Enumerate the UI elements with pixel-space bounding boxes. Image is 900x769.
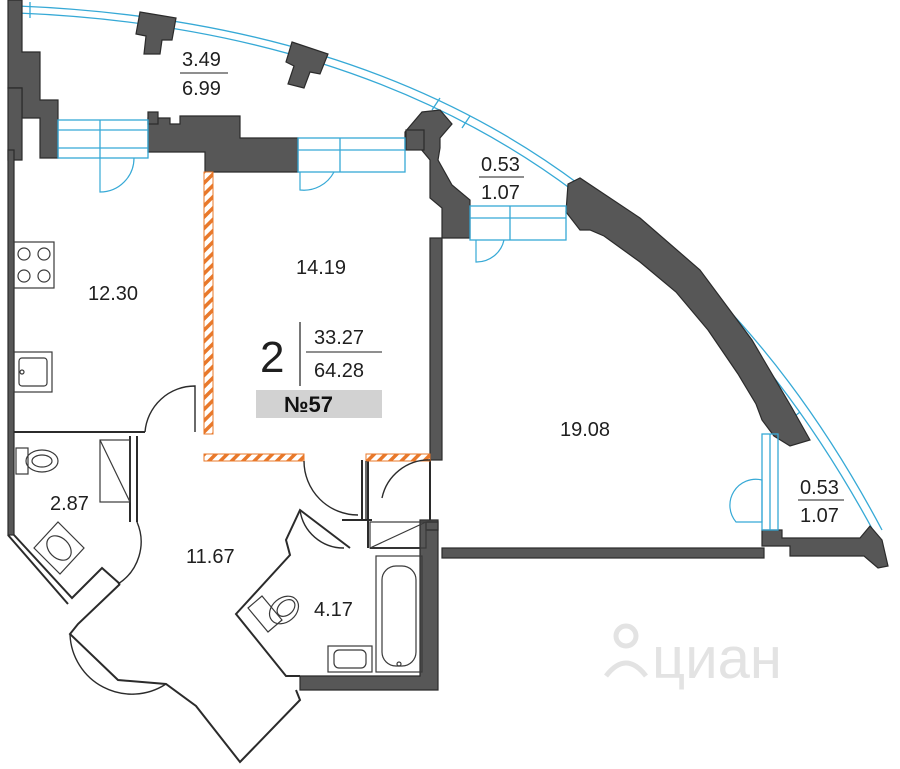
loggia-top-subarea-label: 1.07 <box>481 182 520 204</box>
interior-door-swings <box>69 385 431 695</box>
windows <box>57 119 779 531</box>
balcony-columns <box>135 11 329 89</box>
glazing-arc <box>17 2 883 535</box>
interior-walls <box>7 431 431 764</box>
bedroom-area-label: 19.08 <box>560 419 610 441</box>
bathtub-icon <box>375 555 423 673</box>
loggia-right-subarea-label: 1.07 <box>800 505 839 527</box>
balcony-subarea-label: 6.99 <box>182 78 221 100</box>
room-labels: 3.49 6.99 12.30 14.19 0.53 1.07 19.08 0.… <box>50 49 844 621</box>
balcony-area-label: 3.49 <box>182 49 221 71</box>
hall-area-label: 11.67 <box>186 546 235 568</box>
bathroom-area-label: 4.17 <box>314 599 353 621</box>
watermark-text: циан <box>652 626 782 691</box>
total-area: 64.28 <box>314 360 364 382</box>
door-swings <box>99 157 763 523</box>
watermark: циан <box>604 623 782 691</box>
washbasin-icon <box>327 645 373 673</box>
stove-icon <box>13 241 55 289</box>
wc-area-label: 2.87 <box>50 493 89 515</box>
sink-icon <box>13 351 53 393</box>
loggia-top-area-label: 0.53 <box>481 154 520 176</box>
living-area-total: 33.27 <box>314 327 364 349</box>
hatched-partition <box>203 171 431 462</box>
cian-logo-icon <box>604 623 648 678</box>
apartment-number-badge <box>256 390 382 418</box>
bathroom-toilet-icon <box>247 595 300 633</box>
cabinet-icon <box>369 521 427 549</box>
shower-tray-icon <box>99 439 131 503</box>
walls <box>7 0 889 691</box>
rooms-count: 2 <box>260 333 284 382</box>
apartment-summary: 2 33.27 64.28 №57 <box>256 322 382 418</box>
loggia-right-area-label: 0.53 <box>800 477 839 499</box>
kitchen-area-label: 12.30 <box>88 283 138 305</box>
toilet-icon <box>15 447 59 475</box>
wc-sink-icon <box>33 521 85 575</box>
apartment-number: №57 <box>284 392 333 417</box>
living-area-label: 14.19 <box>296 257 346 279</box>
